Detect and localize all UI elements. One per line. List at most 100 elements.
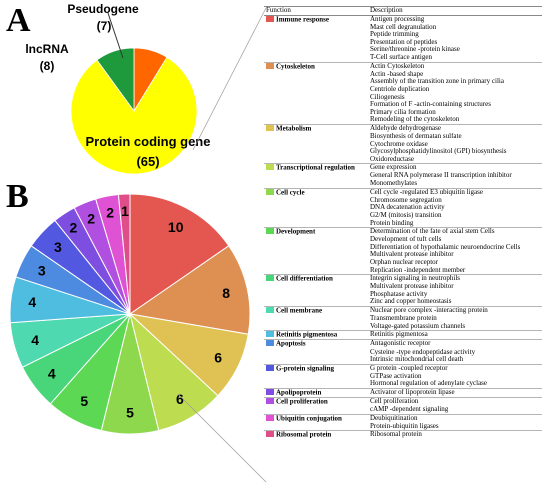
- function-cell: [264, 78, 368, 86]
- legend-swatch: [266, 228, 274, 235]
- description-cell: DNA decatenation activity: [370, 204, 445, 212]
- function-cell: [264, 380, 368, 388]
- table-row: Peptide trimming: [264, 31, 542, 39]
- function-cell: [264, 236, 368, 244]
- function-cell: [264, 244, 368, 252]
- description-cell: Cell cycle -regulated E3 ubiquitin ligas…: [368, 187, 542, 197]
- pie-value-lncrna: (8): [40, 59, 55, 73]
- description-cell: Nuclear pore complex -interacting protei…: [368, 306, 542, 316]
- function-cell: [264, 180, 368, 188]
- pie-slice-metabolism: [128, 313, 249, 397]
- description-cell: Zinc and copper homeostasis: [370, 298, 452, 306]
- table-row: Assembly of the transition zone in prima…: [264, 78, 542, 86]
- function-cell: [264, 291, 368, 299]
- function-cell: [264, 212, 368, 220]
- description-cell: Peptide trimming: [370, 31, 419, 39]
- pie-label-pseudogene: Pseudogene: [67, 2, 139, 16]
- description-cell: Retinitis pigmentosa: [368, 330, 542, 340]
- function-cell: [264, 24, 368, 32]
- function-label: Immune response: [276, 15, 329, 24]
- function-cell: [264, 356, 368, 364]
- description-cell: Phosphatase activity: [370, 290, 428, 298]
- description-cell: Ciliogenesis: [370, 93, 405, 101]
- function-cell: [264, 172, 368, 180]
- table-row: Primary cilia formation: [264, 109, 542, 117]
- function-label: Cell cycle: [276, 188, 305, 197]
- function-cell: Ubiquitin conjugation: [264, 413, 368, 423]
- description-cell: Activator of lipoprotein lipase: [368, 387, 542, 398]
- function-label: Ubiquitin conjugation: [276, 414, 342, 423]
- table-row: GTPase activation: [264, 373, 542, 381]
- pie-label-protein-coding-gene: Protein coding gene: [86, 134, 211, 149]
- function-cell: [264, 101, 368, 109]
- function-cell: Immune response: [264, 14, 368, 24]
- function-cell: G-protein signaling: [264, 363, 368, 373]
- table-row: Intrinsic mitochondrial cell death: [264, 356, 542, 364]
- table-row: Remodeling of the cytoskeleton: [264, 116, 542, 124]
- pie-value-apoptosis: 3: [38, 262, 46, 278]
- description-cell: Actin Cytoskeleton: [368, 61, 542, 71]
- pie-slice-transcriptional-regulation: [129, 312, 219, 432]
- table-row: Oxidoreductase: [264, 156, 542, 164]
- description-cell: Oxidoreductase: [370, 155, 414, 163]
- table-row: Protein-ubiquitin ligases: [264, 423, 542, 431]
- pie-value-pseudogene: (7): [97, 19, 112, 33]
- table-row: Transmembrane protein: [264, 315, 542, 323]
- pie-slice-protein-coding-gene: [70, 56, 198, 175]
- table-row: Actin -based shape: [264, 71, 542, 79]
- description-cell: G2/M (mitosis) transition: [370, 211, 442, 219]
- table-row: Chromosome segregation: [264, 197, 542, 205]
- function-cell: [264, 39, 368, 47]
- table-row: Differentiation of hypothalamic neuroend…: [264, 244, 542, 252]
- connector-line-bottom: [177, 393, 267, 483]
- description-cell: T-Cell surface antigen: [370, 54, 432, 62]
- pie-slice-apoptosis: [15, 245, 131, 315]
- description-cell: Orphan nuclear receptor: [370, 259, 439, 266]
- table-row: T-Cell surface antigen: [264, 54, 542, 62]
- pie-label-lncrna: lncRNA: [25, 42, 69, 56]
- table-row: Biosynthesis of dermatan sulfate: [264, 133, 542, 141]
- function-label: Development: [276, 227, 316, 236]
- function-cell: [264, 109, 368, 117]
- function-cell: [264, 267, 368, 275]
- function-cell: Retinitis pigmentosa: [264, 330, 368, 340]
- description-cell: Actin -based shape: [370, 70, 424, 78]
- function-cell: [264, 46, 368, 54]
- function-cell: [264, 71, 368, 79]
- pie-slice-pseudogene: [133, 47, 168, 113]
- description-cell: Cytochrome oxidase: [370, 140, 428, 148]
- table-row: Multivalent protease inhibitor: [264, 283, 542, 291]
- function-cell: Cell differentiation: [264, 274, 368, 284]
- pie-value-cell-differentiation: 4: [48, 366, 56, 382]
- description-cell: Transmembrane protein: [370, 315, 437, 323]
- description-cell: Formation of F -actin-containing structu…: [370, 101, 491, 109]
- pie-slice-g-protein-signaling: [30, 219, 131, 315]
- description-cell: Protein-ubiquitin ligases: [370, 422, 439, 430]
- function-cell: [264, 141, 368, 149]
- table-row: Development of tuft cells: [264, 236, 542, 244]
- function-label: G-protein signaling: [276, 364, 335, 373]
- description-cell: Multivalent protease inhibitor: [370, 251, 454, 259]
- legend-swatch: [266, 307, 274, 314]
- table-row: Phosphatase activity: [264, 291, 542, 299]
- function-cell: [264, 315, 368, 323]
- function-cell: Apoptosis: [264, 339, 368, 349]
- description-cell: Differentiation of hypothalamic neuroend…: [370, 243, 521, 251]
- function-cell: [264, 133, 368, 141]
- function-label: Transcriptional regulation: [276, 163, 355, 172]
- function-cell: [264, 220, 368, 228]
- table-row: cAMP -dependent signaling: [264, 406, 542, 414]
- description-cell: Aldehyde dehydrogenase: [368, 123, 542, 133]
- pie-value-retinitis-pigmentosa: 4: [28, 294, 36, 310]
- function-cell: [264, 31, 368, 39]
- pie-slice-cell-proliferation: [73, 198, 131, 315]
- description-cell: GTPase activation: [370, 372, 422, 380]
- pie-value-metabolism: 6: [214, 350, 222, 366]
